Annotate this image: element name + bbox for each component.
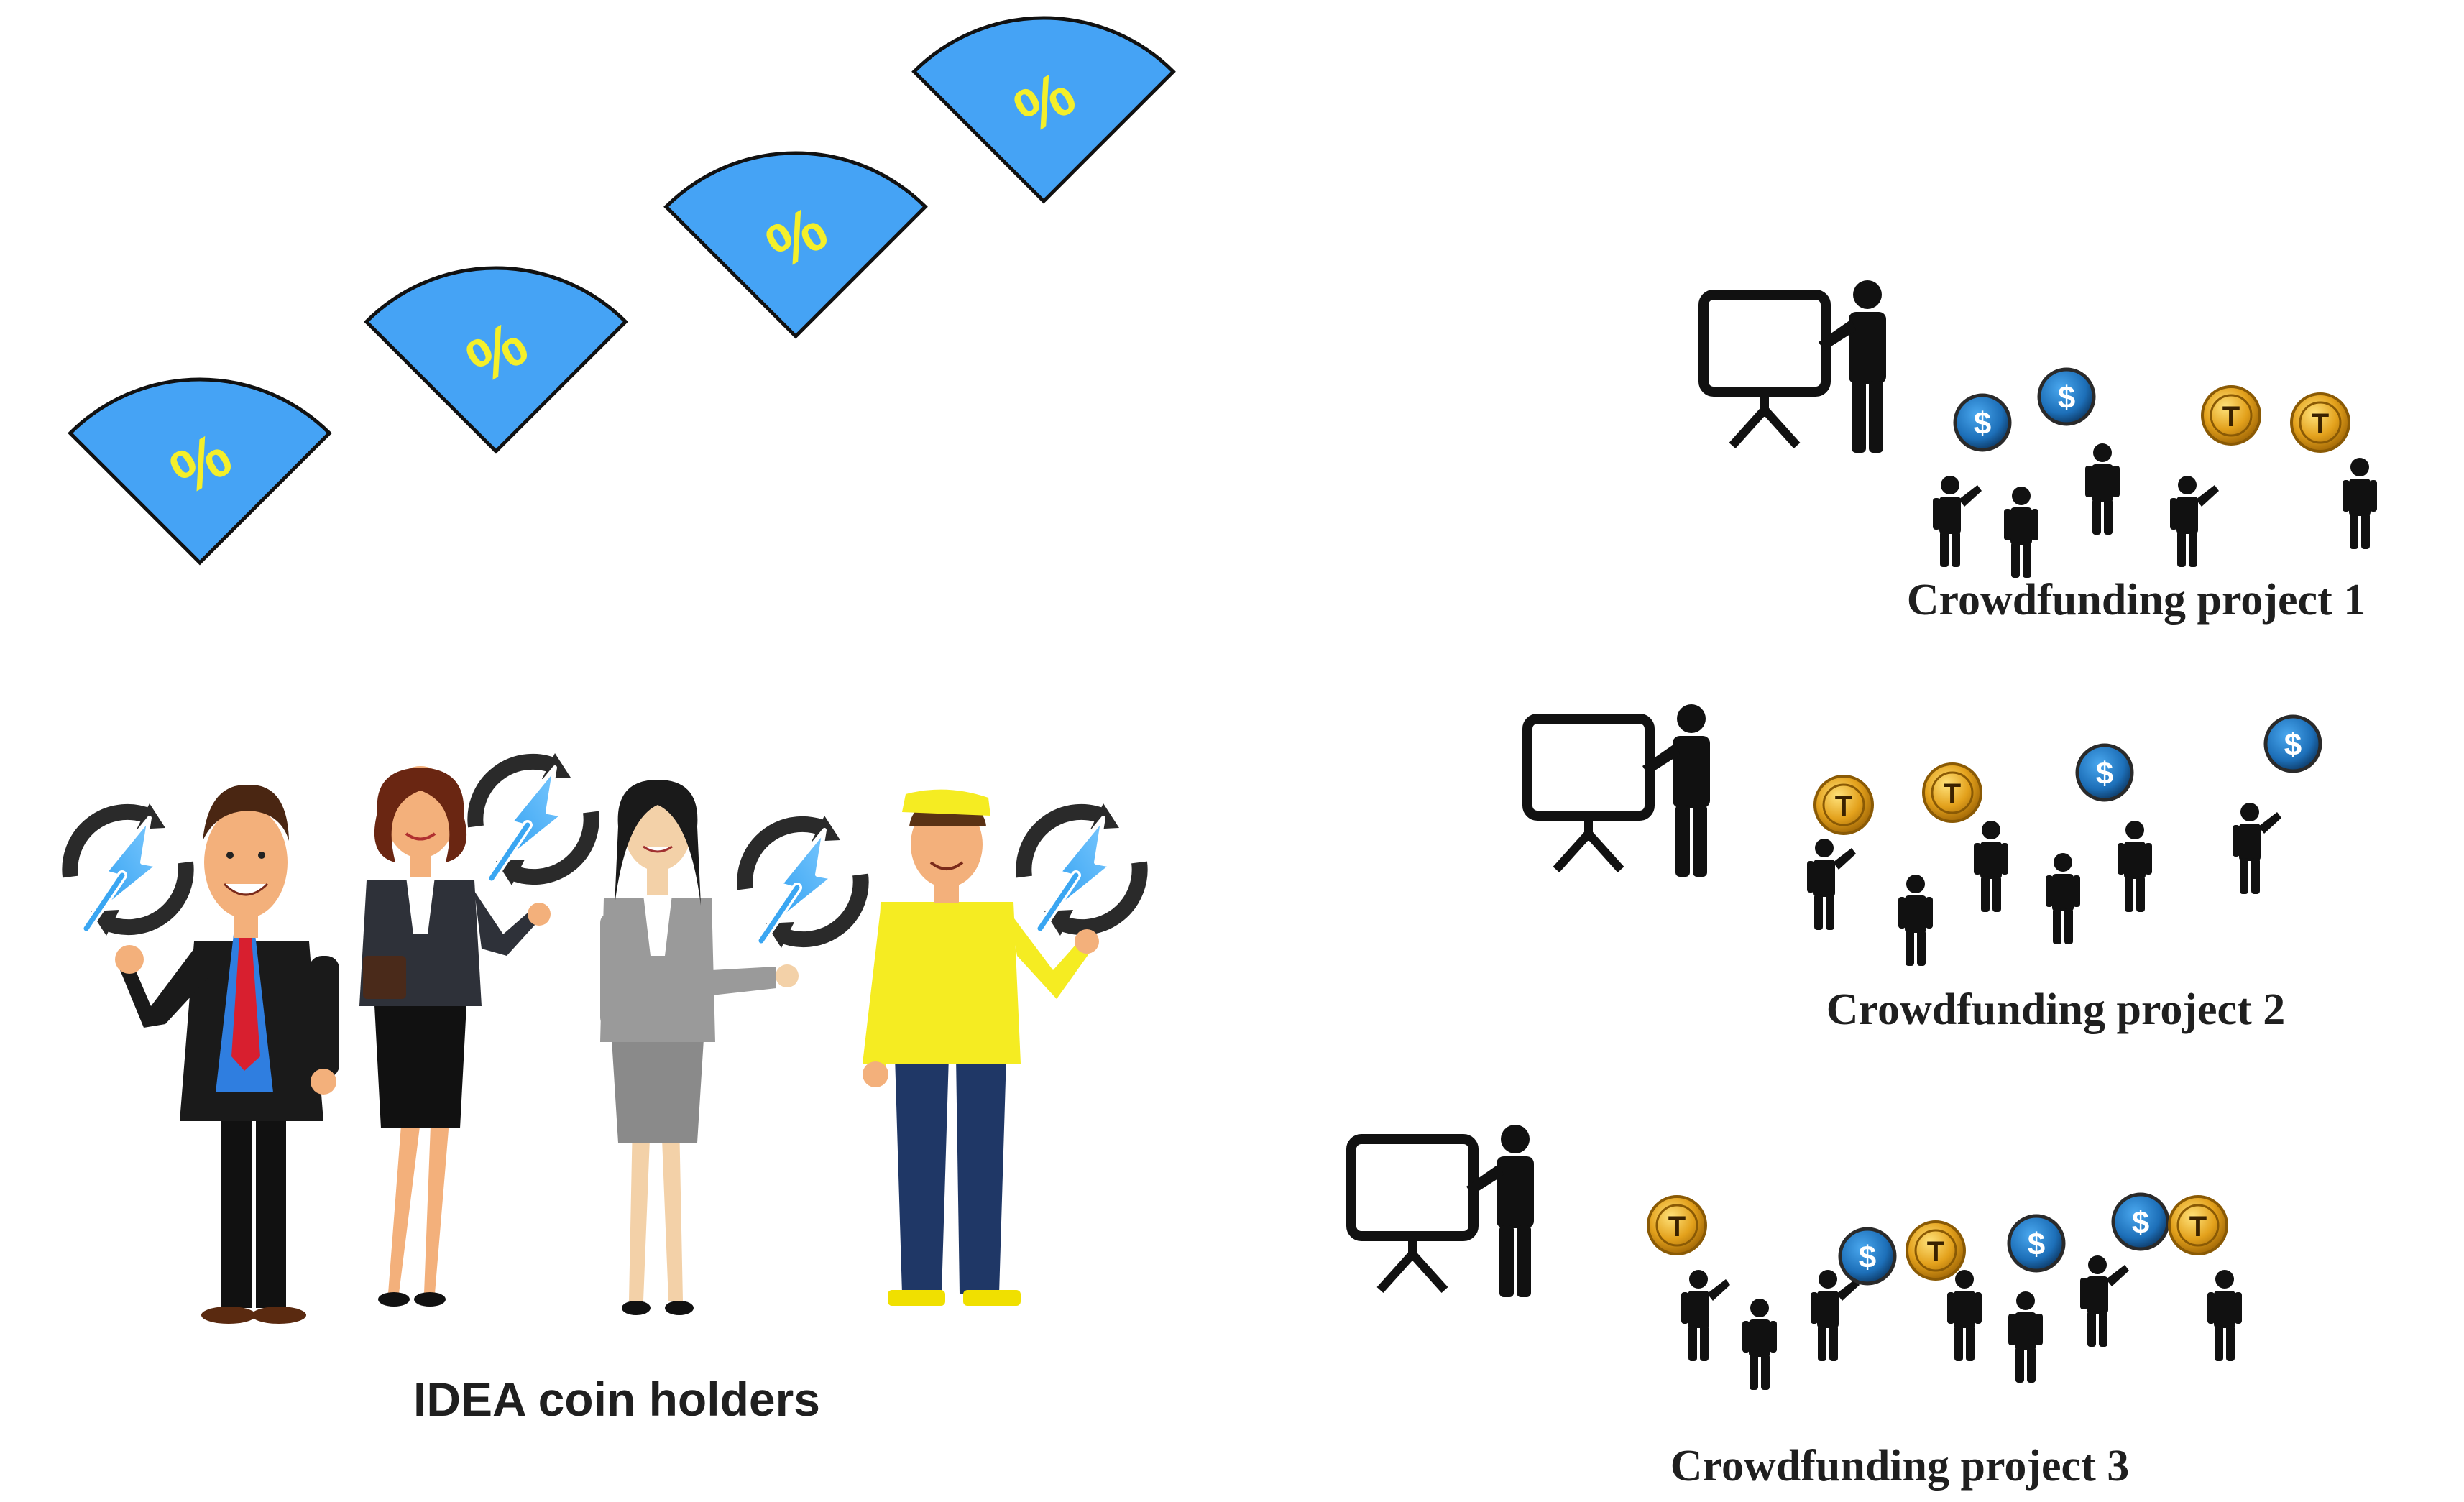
person-icon [1807, 839, 1856, 930]
percent-wedge: % [364, 266, 628, 454]
svg-text:$: $ [1974, 406, 1991, 441]
person-icon [2008, 1291, 2043, 1383]
svg-text:T: T [2222, 401, 2240, 433]
person-icon [1681, 1270, 1730, 1361]
coin-icon: $ [2037, 367, 2096, 426]
svg-text:T: T [1835, 791, 1852, 822]
worker-figure [863, 789, 1099, 1306]
person-icon [2207, 1270, 2242, 1361]
person-icon [1933, 476, 1982, 567]
person-icon [2046, 853, 2080, 944]
wedge-shape [663, 151, 928, 339]
person-icon [2118, 821, 2152, 912]
idea-coin-icon [475, 753, 591, 885]
svg-text:$: $ [2284, 727, 2302, 762]
person-icon [1947, 1270, 1982, 1361]
coin-icon: T [1922, 762, 1982, 823]
presenter-board-icon [1351, 1125, 1534, 1297]
presenter-board-icon [1704, 280, 1886, 453]
coin-icon: T [1647, 1195, 1707, 1255]
crowdfunding-project-2: T T $ $ Crowdfunding project 2 [1527, 704, 2322, 1034]
coin-group-1: $ $ T T [1953, 367, 2350, 453]
holders-label: IDEA coin holders [413, 1373, 820, 1426]
wedge-shape [68, 377, 332, 566]
svg-text:$: $ [2132, 1205, 2149, 1240]
coin-icon: T [2168, 1195, 2228, 1255]
businesswoman-figure [359, 766, 551, 1307]
person-icon [1898, 875, 1933, 966]
svg-text:$: $ [1859, 1240, 1876, 1275]
businesswoman-figure [600, 780, 799, 1315]
person-icon [1811, 1270, 1860, 1361]
svg-text:$: $ [2096, 756, 2113, 791]
coin-icon: T [1813, 775, 1874, 835]
wedge-shape [911, 16, 1176, 204]
coin-icon: T [2290, 392, 2350, 453]
coin-icon: $ [1953, 393, 2012, 452]
person-icon [2343, 458, 2377, 549]
presenter-board-icon [1527, 704, 1710, 877]
coin-group-2: T T $ $ [1813, 714, 2322, 835]
person-icon [2085, 443, 2120, 535]
coin-group-3: T $ T $ $ T [1647, 1192, 2228, 1286]
percent-wedge: % [68, 377, 332, 566]
coin-icon: T [2201, 385, 2261, 446]
project-label: Crowdfunding project 1 [1907, 576, 2366, 625]
crowdfunding-project-3: T $ T $ $ T [1351, 1125, 2242, 1491]
person-icon [2170, 476, 2219, 567]
person-icon [1974, 821, 2008, 912]
businessman-figure [115, 784, 339, 1324]
svg-text:T: T [1668, 1211, 1686, 1243]
coin-icon: $ [2111, 1192, 2170, 1251]
svg-text:T: T [1927, 1236, 1944, 1268]
crowdfunding-project-1: $ $ T T Crowdfunding project 1 [1704, 280, 2377, 625]
coin-icon: $ [2263, 714, 2322, 773]
idea-coin-icon [745, 816, 860, 948]
person-icon [1742, 1299, 1777, 1390]
project-label: Crowdfunding project 2 [1826, 985, 2285, 1034]
coin-icon: $ [1838, 1227, 1897, 1286]
svg-text:T: T [1944, 778, 1961, 810]
percent-wedge: % [663, 151, 928, 339]
svg-text:$: $ [2028, 1227, 2045, 1262]
percent-wedges: %%%% [68, 16, 1176, 566]
idea-coin-icon [70, 803, 185, 936]
person-icon [2233, 803, 2281, 894]
percent-wedge: % [911, 16, 1176, 204]
idea-coin-icon [1024, 803, 1139, 936]
svg-text:T: T [2189, 1211, 2207, 1243]
wedge-shape [364, 266, 628, 454]
person-icon [2080, 1255, 2129, 1347]
svg-text:$: $ [2058, 380, 2075, 415]
idea-coin-holders-group: IDEA coin holders [70, 753, 1139, 1426]
coin-icon: $ [2075, 743, 2134, 802]
person-icon [2004, 487, 2038, 578]
coin-icon: T [1906, 1220, 1966, 1281]
coin-icon: $ [2007, 1214, 2066, 1273]
svg-text:T: T [2312, 408, 2329, 440]
project-label: Crowdfunding project 3 [1670, 1442, 2129, 1491]
